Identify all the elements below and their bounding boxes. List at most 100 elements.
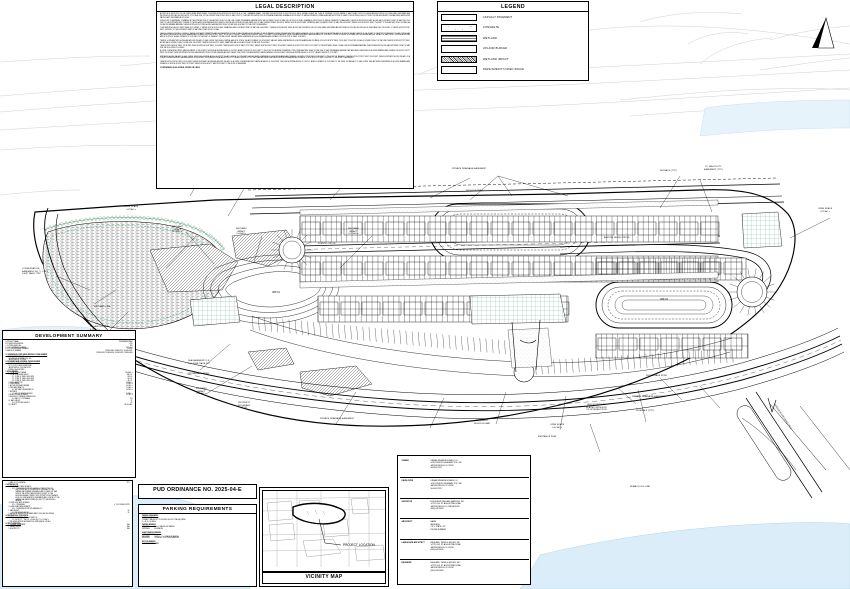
legal-description-panel: LEGAL DESCRIPTION A PORTION OF SECTION 5… bbox=[156, 1, 414, 189]
spec-row-label: MINIMUM REQUIRED: 150 SQ FT PER D.U. bbox=[8, 518, 38, 520]
legend-item-label: WETLAND bbox=[483, 36, 498, 40]
spec-row-label: H. UTILITY SERVICES: bbox=[5, 523, 21, 525]
spec-row: C. FUTURE LAND USE:RPI bbox=[6, 346, 133, 348]
map-label-wetland-impact-b: WETLAND IMPACT 0.04 AC.± bbox=[236, 228, 247, 236]
spec-row-value: 1.67 AC.± bbox=[126, 389, 133, 391]
pud-requirements-panel: 3. MAX. LOT COVERAGE:75%4. SETBACKS (FT)… bbox=[2, 480, 133, 587]
parking-line: 2 SPACES PER D.U. bbox=[142, 517, 156, 519]
spec-row: 4.1. MIN. FRONT YARD SETBACK: bbox=[6, 487, 130, 489]
map-label-jea-utility-easement: 15' JEA UTILITY EASEMENT (TYP) bbox=[704, 166, 723, 171]
contact-role: OWNER bbox=[401, 459, 409, 462]
spec-row-value: 0.79 AC.± bbox=[126, 393, 133, 395]
map-label-open-space-mid: OPEN SPACE 0.47 AC.± bbox=[550, 424, 565, 429]
parking-line: 1 SPACE PER 3 D.U. bbox=[142, 534, 156, 536]
spec-row: 7. BUFFERS bbox=[6, 392, 133, 394]
development-summary-panel: DEVELOPMENT SUMMARY A. PROJECT NAME:PROM… bbox=[2, 330, 136, 478]
spec-row-value: T-00-13 bbox=[127, 349, 133, 351]
spec-row-label: D. PUD ORDINANCE NUMBER: bbox=[5, 347, 27, 349]
spec-row-label: E. CITY DEVELOPMENT NUMBER: bbox=[5, 349, 29, 351]
spec-row-label: 4. OPEN SPACE bbox=[8, 384, 20, 386]
contact-line: 14701 PHILIPS HIGHWAY, STE. 300 bbox=[430, 482, 462, 485]
spec-row: JACKSONVILLE, FL 32256 bbox=[6, 360, 133, 362]
legend-item: WETLAND IMPACT bbox=[438, 54, 588, 65]
spec-row-label: C. FUTURE LAND USE: bbox=[5, 345, 22, 347]
map-label-wetland-impact-c: WETLAND IMPACT 0.27 AC.± bbox=[348, 228, 359, 236]
spec-row: BUILDING FACADE; TWENTY-TWO (22) FEET FR… bbox=[6, 496, 130, 498]
spec-row-label: 6.1. WETLAND PRESERVATION bbox=[12, 389, 34, 391]
contact-role: ARCHITECT bbox=[401, 521, 413, 523]
legal-description-title: LEGAL DESCRIPTION bbox=[157, 2, 413, 12]
map-label-jea-easement-left: JEA EASEMENT O.R. B.K. 8598, PAGE 597 bbox=[188, 360, 210, 365]
spec-row-label: SIDE OF THE STREET AND FIFTEEN (15) FEET… bbox=[15, 494, 53, 496]
spec-row: JACKSONVILLE, FLORIDA 32258 bbox=[6, 368, 133, 370]
spec-row-value: PUD bbox=[129, 343, 133, 345]
contact-line: 904-407-2257 bbox=[430, 467, 443, 469]
spec-row-value: JEA bbox=[126, 525, 130, 527]
legal-paragraph: THENCE NORTH 14'50'34" WEST, 167.42 FEET… bbox=[160, 61, 410, 65]
spec-row: 6. MAXIMUM IMPERVIOUS SURFACE RATIO: 85%… bbox=[6, 514, 130, 516]
spec-row-label: JACKSONVILLE, FL 32256 bbox=[8, 360, 27, 362]
spec-row: 8. RIGHT-OF-WAY (PRIVATE)5.27 AC.± bbox=[6, 395, 133, 397]
spec-row-label: 4.1.1. TOWNHOME W/ FRONT GARAGES: TWENTY… bbox=[12, 488, 54, 490]
legend-swatch-icon bbox=[441, 45, 477, 53]
spec-row: 5. ACTIVE RECREATION AREA 0.47 AC.± bbox=[6, 386, 133, 388]
spec-row-value: 2025-04-E bbox=[125, 347, 133, 349]
map-label-private-drainage-easement-top: PRIVATE DRAINAGE EASEMENT bbox=[452, 168, 487, 170]
spec-row: 2. WATER SUPPLY:JEA bbox=[6, 527, 130, 529]
spec-row-label: 4.2. MIN. SIDE YARD SETBACK: bbox=[8, 503, 30, 505]
legend-item-label: ASPHALT PAVEMENT bbox=[483, 15, 513, 19]
spec-row-label: 5. ACTIVE RECREATION AREA bbox=[8, 386, 30, 388]
spec-row-value: 1.40 AC.± bbox=[126, 382, 133, 384]
legend-swatch-icon bbox=[441, 13, 477, 21]
spec-row-value: 0.47 AC.± bbox=[126, 386, 133, 388]
spec-row-value: 5.27 AC.± bbox=[126, 395, 133, 397]
contact-line: 14775 OLD ST. AUGUSTINE ROAD bbox=[430, 544, 461, 546]
contact-role: LANDSCAPE ARCHITECT bbox=[401, 541, 425, 544]
parking-group-heading: PARKING MINIMUM: bbox=[142, 525, 156, 527]
spec-row-label: 11. DENSITY bbox=[8, 404, 18, 406]
contact-line: JACKSONVILLE, FL 32258 bbox=[430, 546, 454, 549]
legal-paragraph: THENCE SOUTH 48'50'09" WEST, 132.34 FEET… bbox=[160, 45, 410, 49]
spec-row-label: 2. PROVIDED ACTIVE RECREATION & OPEN SPA… bbox=[8, 521, 51, 523]
contact-details: ENGLAND, THIMS & MILLER, INC.14775 OLD S… bbox=[429, 560, 529, 581]
spec-row-label: 1430 PHILIPS HIGHWAY, STE. 300 bbox=[8, 358, 32, 360]
map-label-open-space-topright: OPEN SPACE 0.52 AC.± bbox=[818, 208, 833, 213]
legend-item-label: PARK/AMENITY/OPEN SPACE bbox=[483, 68, 525, 72]
spec-row: 1. SEWAGE TREATMENT:JEA bbox=[6, 525, 130, 527]
parking-line: REQUIRED: 204 x 2 SPACES=408 SPACES bbox=[142, 527, 175, 529]
spec-row-label: A. PROJECT NAME: bbox=[5, 342, 19, 343]
parking-line: 9' x 18' D x 24' AISLE bbox=[142, 521, 156, 523]
spec-row-label: G. OWNER/DEVELOPER NAME, ADDRESS, PHONE … bbox=[5, 354, 48, 356]
spec-row-value: 152463-0282, 152460-0800, 152463-0295, 1… bbox=[96, 353, 133, 355]
spec-row-label: 4.1. MIN. FRONT YARD SETBACK: bbox=[8, 486, 32, 488]
spec-row: SIDE OF THE STREET AND FIFTEEN (15) FEET… bbox=[6, 494, 130, 496]
parking-line: COMPACT SPACES NOT TO EXCEED 30% OF TOTA… bbox=[142, 519, 186, 521]
legend-item: ASPHALT PAVEMENT bbox=[438, 12, 588, 23]
spec-row: 152463-0282, 152460-0800, 152463-0295, 1… bbox=[6, 353, 133, 355]
legend-item: CONCRETE bbox=[438, 23, 588, 34]
legend-title: LEGEND bbox=[438, 2, 588, 12]
parking-requirements-panel: PARKING REQUIREMENTS PARKING STANDARDS:2… bbox=[138, 504, 257, 587]
spec-row: 4.3. MIN. REAR YARD SETBACK: bbox=[6, 507, 130, 509]
development-summary-title: DEVELOPMENT SUMMARY bbox=[3, 331, 135, 340]
spec-row: 9. BUILDING COVERAGE / IMPERVIOUS bbox=[6, 397, 133, 399]
contact-line: JACKSONVILLE, FL 32258 bbox=[430, 567, 454, 569]
contact-role: DEVELOPER bbox=[401, 480, 414, 482]
contact-line: JACKSONVILLE, FL 32256 bbox=[430, 464, 454, 467]
spec-row: B. ZONING DESIGNATION:PUD bbox=[6, 344, 133, 346]
legal-description-body: A PORTION OF SECTION 51 OF THE CHRISTOPH… bbox=[157, 12, 413, 72]
map-label-ashton-ridge-circle: ASHTON RIDGE CIRCLE bbox=[604, 237, 630, 239]
map-label-private-drainage-easement-bottom-left: PRIVATE DRAINAGE EASEMENT bbox=[320, 418, 355, 420]
map-label-wetland-impact-a: WETLAND IMPACT 0.23 AC.± bbox=[172, 226, 183, 234]
spec-row-value: 1.01 AC.± bbox=[126, 388, 133, 390]
spec-row-value: 75% bbox=[129, 399, 133, 401]
spec-row-value: 35' bbox=[127, 512, 130, 514]
contact-line: 14775 OLD ST. AUGUSTINE ROAD bbox=[430, 564, 461, 567]
spec-row-label: 14775 OLD ST. AUGUSTINE ROAD bbox=[8, 365, 32, 367]
spec-row: G. OWNER/DEVELOPER NAME, ADDRESS, PHONE … bbox=[6, 355, 133, 357]
